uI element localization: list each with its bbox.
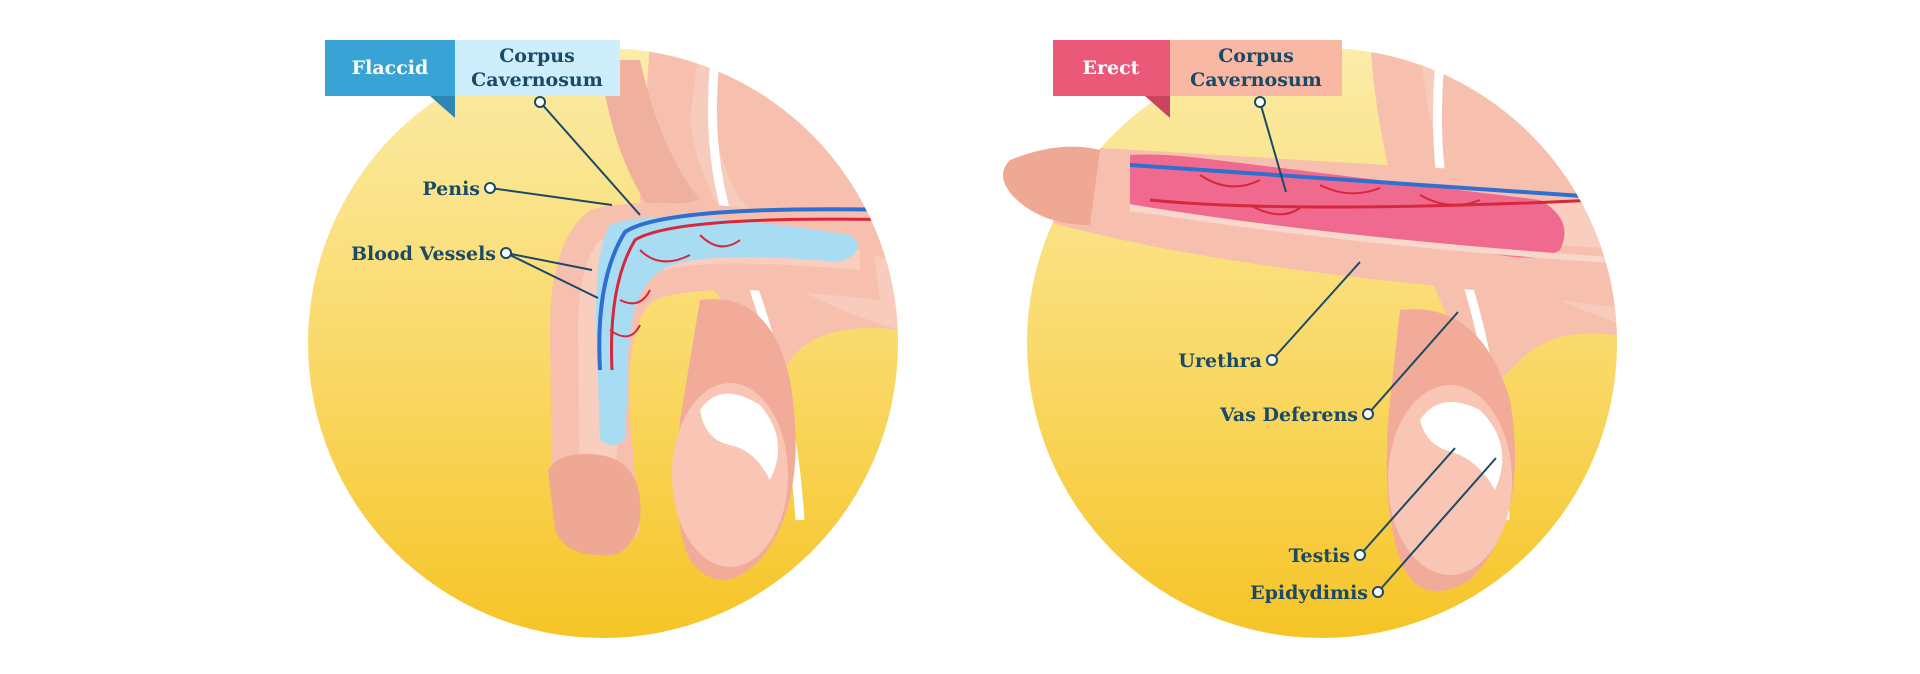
- urethra-label: Urethra: [1178, 350, 1262, 372]
- erect-leader-lines: [1254, 96, 1497, 598]
- erect-title-line1: Corpus: [1218, 45, 1294, 67]
- erect-shaft-start: [1090, 150, 1130, 230]
- flaccid-header-tag: Flaccid Corpus Cavernosum: [325, 40, 620, 118]
- flaccid-title-line1: Corpus: [499, 45, 575, 67]
- erect-state-tag: Erect: [1083, 57, 1140, 79]
- flaccid-state-tag: Flaccid: [352, 57, 429, 79]
- vas-deferens-label: Vas Deferens: [1219, 404, 1358, 426]
- flaccid-leader-lines: [484, 96, 641, 299]
- flaccid-panel: Flaccid Corpus Cavernosum Penis Blood Ve…: [308, 40, 898, 638]
- testis-label: Testis: [1289, 545, 1350, 567]
- penis-label: Penis: [422, 178, 480, 200]
- erect-panel: Erect Corpus Cavernosum Urethra Vas Defe…: [1002, 40, 1617, 638]
- blood-vessels-label: Blood Vessels: [351, 243, 496, 265]
- flaccid-title-line2: Cavernosum: [471, 69, 603, 91]
- erect-header-tag: Erect Corpus Cavernosum: [1053, 40, 1342, 118]
- erect-glans: [1002, 146, 1104, 225]
- erect-title-line2: Cavernosum: [1190, 69, 1322, 91]
- epidydimis-label: Epidydimis: [1250, 582, 1368, 604]
